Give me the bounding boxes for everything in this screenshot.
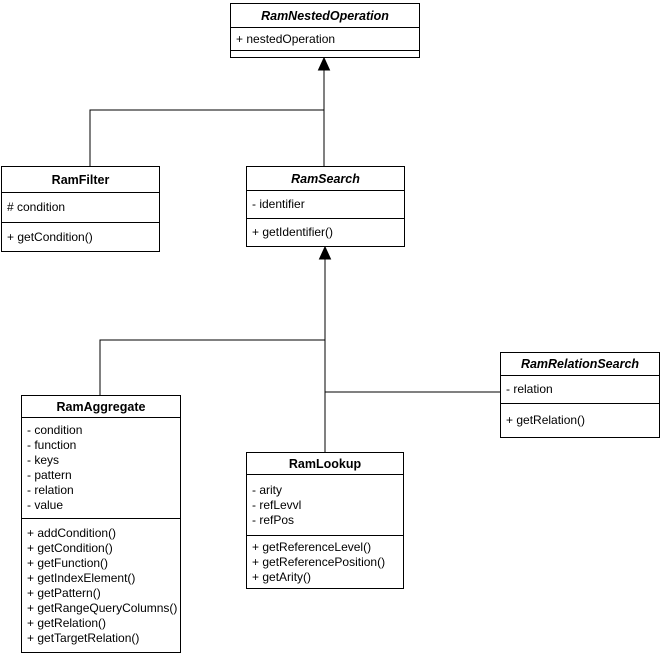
class-ram-aggregate[interactable]: RamAggregate - condition - function - ke…	[21, 395, 181, 653]
attributes-compartment: - identifier	[247, 191, 404, 219]
class-attribute: - identifier	[252, 197, 305, 211]
attributes-compartment: - relation	[501, 376, 659, 404]
class-attribute: + nestedOperation	[236, 31, 336, 46]
class-method: + getRelation()	[27, 615, 107, 630]
class-title: RamAggregate	[22, 396, 180, 418]
class-title: RamFilter	[2, 167, 159, 193]
attributes-compartment: + nestedOperation	[231, 28, 419, 51]
class-method: + getIndexElement()	[27, 570, 136, 585]
class-method: + getArity()	[252, 569, 312, 584]
class-attribute: - condition	[27, 423, 83, 437]
class-method: + getReferenceLevel()	[252, 539, 372, 554]
class-method: + getTargetRelation()	[27, 630, 140, 645]
class-ram-lookup[interactable]: RamLookup - arity - refLevvl - refPos + …	[246, 452, 404, 589]
class-method: + getIdentifier()	[252, 225, 334, 239]
attributes-compartment: - condition - function - keys - pattern …	[22, 418, 180, 519]
class-attribute: - relation	[506, 382, 553, 396]
methods-compartment: + getReferenceLevel() + getReferencePosi…	[247, 536, 403, 588]
methods-compartment	[231, 51, 419, 57]
class-method: + getFunction()	[27, 555, 109, 570]
methods-compartment: + getIdentifier()	[247, 219, 404, 246]
class-method: + getRelation()	[506, 413, 586, 427]
class-attribute: - value	[27, 498, 64, 512]
edge-ramfilter-branch[interactable]	[89, 109, 324, 166]
class-method: + getCondition()	[7, 229, 93, 244]
class-title: RamLookup	[247, 453, 403, 475]
edge-ramsearch-to-ramnestedoperation[interactable]	[317, 56, 331, 166]
class-method: + addCondition()	[27, 525, 117, 540]
class-attribute: - arity	[252, 482, 282, 497]
class-attribute: - relation	[27, 483, 74, 497]
class-title: RamRelationSearch	[501, 353, 659, 376]
class-title: RamSearch	[247, 167, 404, 191]
class-attribute: - keys	[27, 453, 60, 467]
class-attribute: - function	[27, 438, 77, 452]
class-attribute: - refPos	[252, 512, 295, 527]
class-ram-search[interactable]: RamSearch - identifier + getIdentifier()	[246, 166, 405, 247]
class-ram-relation-search[interactable]: RamRelationSearch - relation + getRelati…	[500, 352, 660, 438]
class-method: + getPattern()	[27, 585, 101, 600]
attributes-compartment: # condition	[2, 193, 159, 223]
class-method: + getCondition()	[27, 540, 113, 555]
methods-compartment: + addCondition() + getCondition() + getF…	[22, 519, 180, 652]
edge-ramlookup-to-ramsearch[interactable]	[318, 245, 332, 452]
class-method: + getRangeQueryColumns()	[27, 600, 178, 615]
class-attribute: # condition	[7, 200, 66, 214]
class-title: RamNestedOperation	[231, 4, 419, 28]
class-ram-filter[interactable]: RamFilter # condition + getCondition()	[1, 166, 160, 252]
class-ram-nested-operation[interactable]: RamNestedOperation + nestedOperation	[230, 3, 420, 58]
methods-compartment: + getRelation()	[501, 404, 659, 437]
class-method: + getReferencePosition()	[252, 554, 386, 569]
methods-compartment: + getCondition()	[2, 223, 159, 251]
edge-ramaggregate-branch[interactable]	[99, 339, 325, 395]
attributes-compartment: - arity - refLevvl - refPos	[247, 475, 403, 536]
class-attribute: - refLevvl	[252, 497, 302, 512]
class-attribute: - pattern	[27, 468, 72, 482]
